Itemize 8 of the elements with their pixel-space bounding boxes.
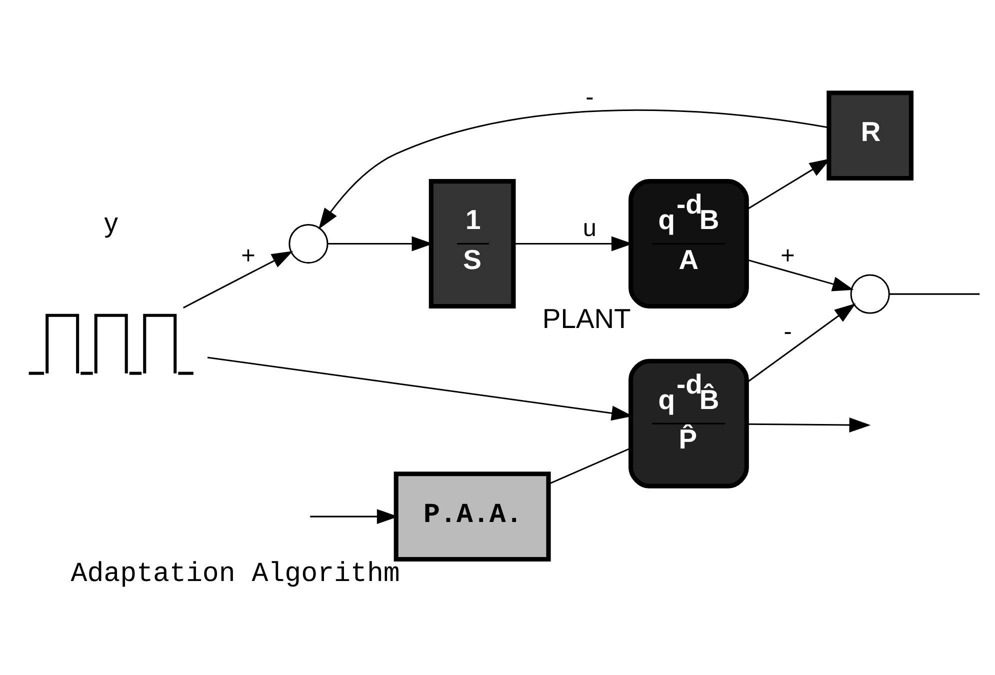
edge-label: + xyxy=(780,242,794,270)
edge-label: + xyxy=(240,242,255,270)
edge-label: u xyxy=(582,214,596,242)
label: y xyxy=(104,207,118,238)
node-label: Adaptation Algorithm xyxy=(70,559,400,590)
edge-label: - xyxy=(585,84,594,111)
edge-label: - xyxy=(783,318,792,346)
node-label: PLANT xyxy=(542,303,630,334)
